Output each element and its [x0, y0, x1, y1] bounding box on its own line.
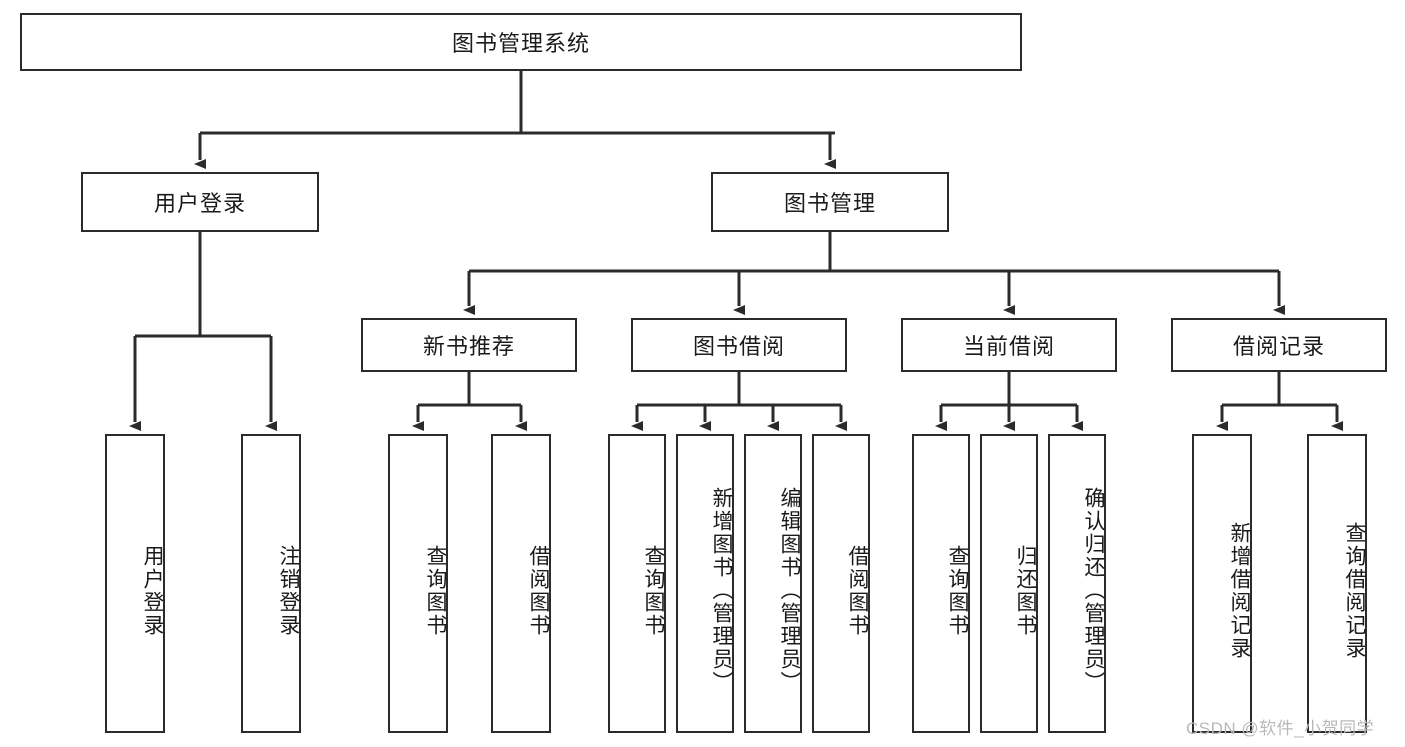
node-new-book-recommend[interactable]: 新书推荐 — [361, 318, 577, 372]
node-leaf-user-login-label: 用户登录 — [141, 544, 164, 637]
node-leaf-borrow-book-1-label: 借阅图书 — [527, 544, 550, 637]
node-leaf-borrow-book-1[interactable]: 借阅图书 — [491, 434, 551, 733]
node-leaf-query-book-1-label: 查询图书 — [424, 544, 447, 637]
node-book-management-label: 图书管理 — [783, 191, 876, 216]
node-leaf-user-login[interactable]: 用户登录 — [105, 434, 165, 733]
node-user-login[interactable]: 用户登录 — [81, 172, 319, 232]
watermark: CSDN @软件_小贺同学 — [1186, 719, 1375, 738]
node-leaf-query-book-2-label: 查询图书 — [642, 544, 665, 637]
node-root[interactable]: 图书管理系统 — [20, 13, 1022, 71]
node-current-borrow[interactable]: 当前借阅 — [901, 318, 1117, 372]
node-leaf-query-borrow-record[interactable]: 查询借阅记录 — [1307, 434, 1367, 733]
node-leaf-borrow-book-2[interactable]: 借阅图书 — [812, 434, 870, 733]
node-leaf-return-book-label: 归还图书 — [1014, 544, 1037, 637]
node-leaf-logout[interactable]: 注销登录 — [241, 434, 301, 733]
node-leaf-edit-book-admin-label: 编辑图书（管理员） — [778, 487, 801, 694]
node-leaf-borrow-book-2-label: 借阅图书 — [846, 544, 869, 637]
node-user-login-label: 用户登录 — [153, 191, 246, 216]
node-leaf-add-book-admin[interactable]: 新增图书（管理员） — [676, 434, 734, 733]
node-leaf-edit-book-admin[interactable]: 编辑图书（管理员） — [744, 434, 802, 733]
node-leaf-return-book[interactable]: 归还图书 — [980, 434, 1038, 733]
node-leaf-add-book-admin-label: 新增图书（管理员） — [710, 487, 733, 694]
node-leaf-query-book-3[interactable]: 查询图书 — [912, 434, 970, 733]
node-leaf-add-borrow-record-label: 新增借阅记录 — [1228, 521, 1251, 660]
node-book-borrow[interactable]: 图书借阅 — [631, 318, 847, 372]
node-current-borrow-label: 当前借阅 — [962, 334, 1055, 359]
node-leaf-confirm-return-admin[interactable]: 确认归还（管理员） — [1048, 434, 1106, 733]
node-borrow-record-label: 借阅记录 — [1232, 334, 1325, 359]
node-leaf-add-borrow-record[interactable]: 新增借阅记录 — [1192, 434, 1252, 733]
node-leaf-query-book-2[interactable]: 查询图书 — [608, 434, 666, 733]
node-book-borrow-label: 图书借阅 — [692, 334, 785, 359]
node-new-book-recommend-label: 新书推荐 — [422, 334, 515, 359]
node-leaf-query-book-3-label: 查询图书 — [946, 544, 969, 637]
node-leaf-query-borrow-record-label: 查询借阅记录 — [1343, 521, 1366, 660]
node-borrow-record[interactable]: 借阅记录 — [1171, 318, 1387, 372]
node-root-label: 图书管理系统 — [451, 31, 590, 56]
node-leaf-query-book-1[interactable]: 查询图书 — [388, 434, 448, 733]
node-leaf-logout-label: 注销登录 — [277, 544, 300, 637]
node-book-management[interactable]: 图书管理 — [711, 172, 949, 232]
node-leaf-confirm-return-admin-label: 确认归还（管理员） — [1082, 487, 1105, 694]
